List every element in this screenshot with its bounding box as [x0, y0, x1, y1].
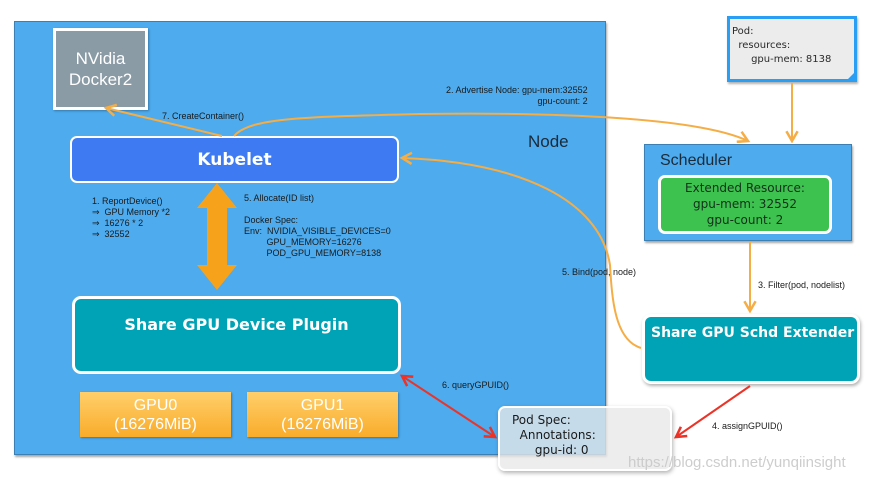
extended-resource-box: Extended Resource: gpu-mem: 32552 gpu-co…	[658, 175, 832, 234]
node-label: Node	[528, 132, 569, 151]
share-gpu-device-plugin-box: Share GPU Device Plugin	[72, 296, 401, 374]
pod-spec-box: Pod Spec: Annotations: gpu-id: 0	[498, 406, 672, 471]
pod-request-note: Pod: resources: gpu-mem: 8138	[727, 16, 857, 82]
device-plugin-label: Share GPU Device Plugin	[124, 315, 349, 334]
scheduler-label: Scheduler	[660, 152, 733, 169]
report-device-annotation: 1. ReportDevice() ⇒ GPU Memory *2 ⇒ 1627…	[92, 196, 171, 239]
gpu1-box: GPU1 (16276MiB)	[247, 392, 398, 437]
query-gpuid-label: 6. queryGPUID()	[442, 380, 510, 390]
assign-gpuid-arrow	[673, 385, 751, 439]
create-container-arrow	[103, 103, 223, 137]
gpu0-box: GPU0 (16276MiB)	[80, 392, 231, 437]
gpu1-name: GPU1	[300, 397, 345, 414]
create-container-label: 7. CreateContainer()	[162, 111, 245, 121]
extender-label: Share GPU Schd Extender	[651, 325, 855, 341]
advertise-node-arrow	[233, 112, 751, 144]
advertise-node-label: 2. Advertise Node: gpu-mem:32552 gpu-cou…	[446, 85, 588, 106]
watermark: https://blog.csdn.net/yunqiinsight	[628, 454, 846, 471]
extended-resource-gpu-mem: gpu-mem: 32552	[693, 197, 797, 211]
bind-arrow	[399, 151, 642, 349]
report-allocate-double-arrow	[197, 183, 237, 290]
assign-gpuid-label: 4. assignGPUID()	[712, 421, 783, 431]
query-gpuid-arrow	[399, 374, 498, 439]
docker-spec-annotation: Docker Spec: Env: NVIDIA_VISIBLE_DEVICES…	[244, 215, 391, 258]
filter-label: 3. Filter(pod, nodelist)	[758, 280, 846, 290]
bind-label: 5. Bind(pod, node)	[562, 267, 637, 277]
kubelet-box: Kubelet	[70, 136, 399, 183]
nvidia-docker-line1: NVidia	[75, 49, 126, 68]
share-gpu-schd-extender-box: Share GPU Schd Extender	[642, 314, 860, 384]
extended-resource-gpu-count: gpu-count: 2	[706, 213, 784, 227]
gpu0-name: GPU0	[133, 397, 178, 414]
nvidia-docker2-box: NVidia Docker2	[53, 28, 148, 110]
nvidia-docker-line2: Docker2	[68, 70, 133, 89]
allocate-annotation: 5. Allocate(ID list)	[244, 193, 315, 203]
gpu1-memory: (16276MiB)	[281, 416, 364, 433]
extended-resource-title: Extended Resource:	[685, 181, 805, 195]
gpu0-memory: (16276MiB)	[114, 416, 197, 433]
kubelet-label: Kubelet	[197, 149, 272, 170]
